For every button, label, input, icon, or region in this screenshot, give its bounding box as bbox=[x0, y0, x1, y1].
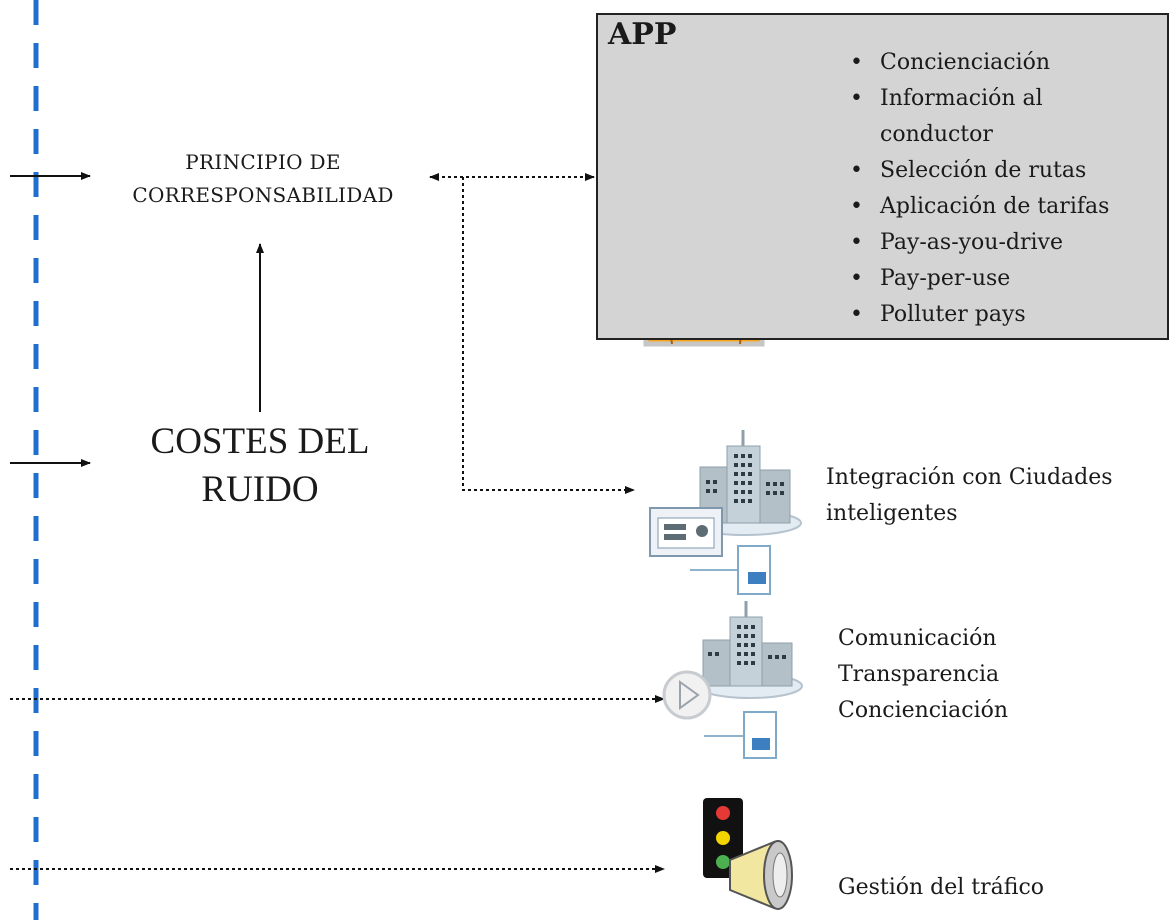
comunicacion-line1: Comunicación bbox=[838, 626, 997, 651]
list-item: •Aplicación de tarifas bbox=[850, 194, 1110, 219]
comunicacion-line2: Transparencia bbox=[838, 662, 1000, 687]
costes-line1: COSTES DEL bbox=[150, 421, 370, 462]
comunicacion-label: Comunicación Transparencia Concienciació… bbox=[838, 621, 1008, 729]
list-item: •Pay-per-use bbox=[850, 266, 1011, 291]
integracion-line1: Integración con Ciudades bbox=[826, 465, 1113, 490]
integracion-line2: inteligentes bbox=[826, 501, 958, 526]
document-icon bbox=[704, 711, 777, 759]
principio-label: PRINCIPIO DE CORRESPONSABILIDAD bbox=[78, 146, 448, 212]
costes-line2: RUIDO bbox=[201, 469, 319, 510]
document-icon bbox=[690, 545, 771, 595]
arrow-to-integracion bbox=[462, 177, 635, 494]
city-buildings-icon bbox=[697, 601, 803, 699]
play-icon bbox=[662, 670, 712, 720]
comunicacion-line3: Concienciación bbox=[838, 698, 1009, 723]
gestion-label: Gestión del tráfico bbox=[838, 875, 1045, 900]
list-item: •Pay-as-you-drive bbox=[850, 230, 1063, 255]
list-item: •Concienciación bbox=[850, 50, 1051, 75]
integracion-label: Integración con Ciudades inteligentes bbox=[826, 460, 1113, 532]
list-item: •Polluter pays bbox=[850, 302, 1026, 327]
principio-line1: PRINCIPIO DE bbox=[185, 150, 341, 174]
costes-label: COSTES DEL RUIDO bbox=[110, 418, 410, 514]
app-title: APP bbox=[608, 17, 677, 52]
megaphone-icon bbox=[729, 840, 793, 910]
principio-line2: CORRESPONSABILIDAD bbox=[132, 183, 394, 207]
id-card-icon bbox=[649, 507, 723, 557]
list-item: •Selección de rutas bbox=[850, 158, 1087, 183]
